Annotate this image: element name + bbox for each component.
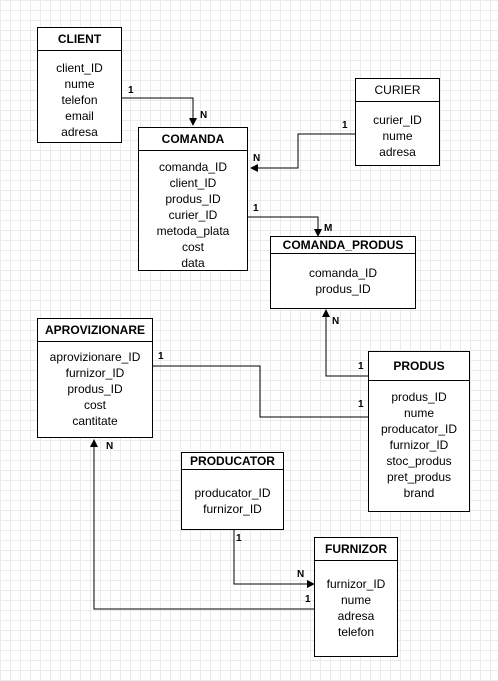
card-client-comanda-many: N bbox=[200, 110, 208, 121]
card-furnizor-aprov-one: 1 bbox=[305, 594, 311, 605]
entity-comanda[interactable]: COMANDA comanda_ID client_ID produs_ID c… bbox=[138, 127, 248, 271]
entity-client[interactable]: CLIENT client_ID nume telefon email adre… bbox=[37, 27, 122, 143]
field: producator_ID bbox=[194, 486, 271, 500]
field: pret_produs bbox=[386, 470, 452, 484]
entity-title: PRODUCATOR bbox=[182, 453, 283, 470]
entity-title: CURIER bbox=[356, 79, 439, 102]
field: produs_ID bbox=[67, 382, 123, 396]
card-curier-comanda-one: 1 bbox=[342, 120, 348, 131]
card-producator-furnizor-many: N bbox=[297, 569, 305, 580]
field-list: furnizor_ID nume adresa telefon bbox=[315, 561, 397, 640]
entity-title: APROVIZIONARE bbox=[38, 319, 152, 342]
entity-title: CLIENT bbox=[38, 28, 121, 51]
field: furnizor_ID bbox=[389, 438, 449, 452]
field: cost bbox=[83, 398, 106, 412]
entity-title: FURNIZOR bbox=[315, 538, 397, 561]
entity-title: COMANDA bbox=[139, 128, 247, 151]
field: comanda_ID bbox=[308, 266, 378, 280]
link-curier-comanda bbox=[250, 133, 355, 172]
field-list: comanda_ID client_ID produs_ID curier_ID… bbox=[139, 151, 247, 271]
field: adresa bbox=[337, 609, 375, 623]
field: furnizor_ID bbox=[203, 502, 262, 516]
field-list: comanda_ID produs_ID bbox=[271, 254, 415, 297]
field-list: producator_ID furnizor_ID bbox=[182, 470, 283, 517]
entity-produs[interactable]: PRODUS produs_ID nume producator_ID furn… bbox=[368, 351, 470, 512]
field: telefon bbox=[337, 625, 375, 639]
field: telefon bbox=[61, 93, 98, 107]
card-curier-comanda-many: N bbox=[253, 153, 261, 164]
field: curier_ID bbox=[373, 113, 422, 127]
field: comanda_ID bbox=[158, 160, 228, 174]
field: client_ID bbox=[56, 61, 103, 75]
entity-curier[interactable]: CURIER curier_ID nume adresa bbox=[355, 78, 440, 166]
entity-aprovizionare[interactable]: APROVIZIONARE aprovizionare_ID furnizor_… bbox=[37, 318, 153, 438]
field: nume bbox=[340, 593, 372, 607]
field: adresa bbox=[379, 145, 416, 159]
link-comanda-comanda-produs bbox=[248, 216, 322, 237]
field: cost bbox=[181, 240, 204, 254]
field: email bbox=[65, 109, 94, 123]
field: nume bbox=[403, 406, 435, 420]
card-furnizor-aprov-many: N bbox=[106, 441, 114, 452]
field: stoc_produs bbox=[386, 454, 452, 468]
field: curier_ID bbox=[168, 208, 218, 222]
link-client-comanda bbox=[122, 97, 197, 126]
entity-comanda-produs[interactable]: COMANDA_PRODUS comanda_ID produs_ID bbox=[270, 236, 416, 309]
field-list: produs_ID nume producator_ID furnizor_ID… bbox=[369, 381, 469, 501]
field-list: curier_ID nume adresa bbox=[356, 102, 439, 160]
field: produs_ID bbox=[165, 192, 221, 206]
field-list: aprovizionare_ID furnizor_ID produs_ID c… bbox=[38, 342, 152, 429]
card-produs-cp-many: N bbox=[332, 316, 340, 327]
card-comanda-cp-many: M bbox=[324, 223, 333, 234]
card-producator-furnizor-one: 1 bbox=[236, 533, 242, 544]
entity-title: PRODUS bbox=[369, 352, 469, 381]
card-aprov-produs-one-right: 1 bbox=[358, 399, 364, 410]
field: furnizor_ID bbox=[65, 366, 125, 380]
field: brand bbox=[403, 486, 435, 500]
field: furnizor_ID bbox=[326, 577, 386, 591]
field: nume bbox=[382, 129, 413, 143]
field: produs_ID bbox=[391, 390, 447, 404]
card-aprov-produs-one-left: 1 bbox=[158, 351, 164, 362]
link-aprovizionare-produs bbox=[153, 365, 368, 418]
entity-producator[interactable]: PRODUCATOR producator_ID furnizor_ID bbox=[181, 452, 284, 530]
field: produs_ID bbox=[315, 282, 371, 296]
field: aprovizionare_ID bbox=[49, 350, 141, 364]
field: adresa bbox=[61, 125, 98, 139]
card-produs-cp-one: 1 bbox=[358, 361, 364, 372]
link-producator-furnizor bbox=[233, 530, 315, 588]
field: data bbox=[181, 256, 205, 270]
field: cantitate bbox=[72, 414, 118, 428]
field: client_ID bbox=[169, 176, 217, 190]
link-produs-comanda-produs bbox=[322, 309, 368, 377]
card-comanda-cp-one: 1 bbox=[253, 203, 259, 214]
field: metoda_plata bbox=[156, 224, 230, 238]
field-list: client_ID nume telefon email adresa bbox=[38, 51, 121, 140]
entity-title: COMANDA_PRODUS bbox=[271, 237, 415, 254]
field: nume bbox=[64, 77, 95, 91]
field: producator_ID bbox=[380, 422, 458, 436]
link-furnizor-aprovizionare bbox=[90, 439, 314, 610]
entity-furnizor[interactable]: FURNIZOR furnizor_ID nume adresa telefon bbox=[314, 537, 398, 657]
card-client-comanda-one: 1 bbox=[128, 85, 134, 96]
